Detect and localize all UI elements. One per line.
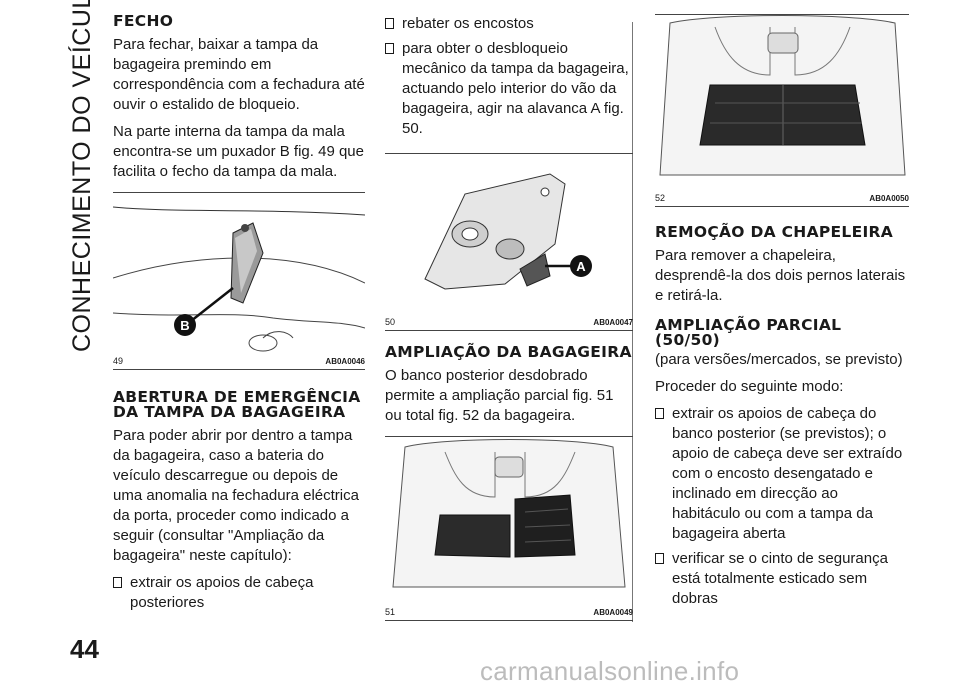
checkbox-bullet-icon xyxy=(385,43,394,54)
checkbox-bullet-icon xyxy=(655,553,664,564)
figure-50: A 50 AB0A0047 xyxy=(385,153,633,331)
paragraph: Na parte interna da tampa da mala encont… xyxy=(113,123,364,180)
checkbox-bullet-icon xyxy=(113,577,122,588)
figure-code: AB0A0050 xyxy=(869,194,909,203)
paragraph: Para fechar, baixar a tampa da bagageira… xyxy=(113,36,365,113)
column-3: 52 AB0A0050 REMOÇÃO DA CHAPELEIRA Para r… xyxy=(655,14,909,614)
callout-b: B xyxy=(180,318,189,333)
figure-code: AB0A0046 xyxy=(325,357,365,366)
bullet-item: extrair os apoios de cabeça do banco pos… xyxy=(655,404,909,544)
heading-abertura: ABERTURA DE EMERGÊNCIA DA TAMPA DA BAGAG… xyxy=(113,388,361,421)
figure-52: 52 AB0A0050 xyxy=(655,14,909,207)
paragraph: O banco posterior desdobrado permite a a… xyxy=(385,367,614,424)
heading-ampliacao: AMPLIAÇÃO DA BAGAGEIRA xyxy=(385,343,632,361)
figure-number: 49 xyxy=(113,356,124,366)
column-2: rebater os encostos para obter o desbloq… xyxy=(385,14,633,621)
figure-number: 50 xyxy=(385,317,396,327)
lock-lever-illustration: A xyxy=(424,173,592,290)
subheading-note: (para versões/mercados, se previsto) xyxy=(655,351,903,368)
heading-remocao: REMOÇÃO DA CHAPELEIRA xyxy=(655,223,894,241)
figure-51: 51 AB0A0049 xyxy=(385,436,633,621)
chapter-title-text: CONHECIMENTO DO VEÍCULO xyxy=(68,0,96,352)
checkbox-bullet-icon xyxy=(655,408,664,419)
paragraph: Para poder abrir por dentro a tampa da b… xyxy=(113,427,359,564)
watermark: carmanualsonline.info xyxy=(480,656,740,686)
checkbox-bullet-icon xyxy=(385,18,394,29)
heading-fecho: FECHO xyxy=(113,12,174,30)
page-number: 44 xyxy=(70,634,99,664)
column-divider xyxy=(632,22,633,622)
heading-parcial: AMPLIAÇÃO PARCIAL (50/50) xyxy=(655,316,842,349)
partial-cargo-expansion-illustration xyxy=(392,439,626,588)
callout-a: A xyxy=(576,259,586,274)
figure-49: B 49 AB0A0046 xyxy=(113,192,365,370)
full-cargo-expansion-illustration xyxy=(659,15,906,176)
bullet-item: verificar se o cinto de segurança está t… xyxy=(655,549,909,609)
figure-code: AB0A0047 xyxy=(593,318,633,327)
figure-number: 51 xyxy=(385,607,396,617)
chapter-side-title: CONHECIMENTO DO VEÍCULO xyxy=(68,0,100,360)
bullet-item: rebater os encostos xyxy=(385,14,633,34)
figure-code: AB0A0049 xyxy=(593,608,633,617)
paragraph: Proceder do seguinte modo: xyxy=(655,378,844,395)
bullet-item: para obter o desbloqueio mecânico da tam… xyxy=(385,39,633,139)
paragraph: Para remover a chapeleira, desprendê-la … xyxy=(655,247,906,304)
figure-number: 52 xyxy=(655,193,666,203)
column-1: FECHO Para fechar, baixar a tampa da bag… xyxy=(113,12,365,618)
trunk-lid-handle-illustration: B xyxy=(113,206,365,352)
bullet-item: extrair os apoios de cabeça posteriores xyxy=(113,573,365,613)
